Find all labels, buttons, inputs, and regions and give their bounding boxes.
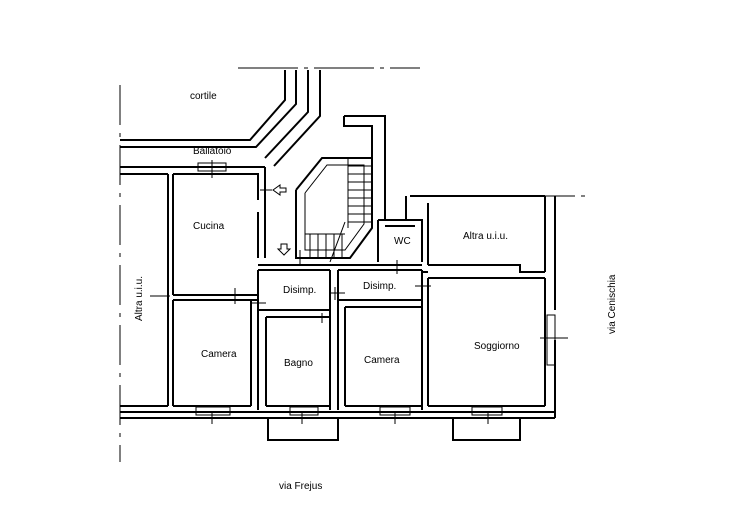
label-camera-left: Camera	[201, 349, 237, 360]
stair-treads	[305, 158, 372, 263]
label-via-cenischia: via Cenischia	[607, 274, 618, 334]
label-altra-uiu-left: Altra u.i.u.	[134, 276, 145, 321]
label-disimp-right: Disimp.	[363, 281, 396, 292]
label-camera-center: Camera	[364, 355, 400, 366]
label-cortile: cortile	[190, 91, 217, 102]
opening-markers	[150, 160, 568, 424]
label-altra-uiu-top: Altra u.i.u.	[463, 231, 508, 242]
down-arrow-icon	[276, 243, 292, 256]
label-disimp-left: Disimp.	[283, 285, 316, 296]
label-wc: WC	[394, 236, 411, 247]
label-ballatoio: Ballatoio	[193, 146, 232, 157]
entrance-arrow-icon	[272, 184, 287, 196]
label-bagno: Bagno	[284, 358, 313, 369]
label-soggiorno: Soggiorno	[474, 341, 520, 352]
entrance-arrows	[272, 184, 292, 256]
courtyard-outline	[120, 67, 420, 167]
balconies	[195, 162, 556, 441]
label-cucina: Cucina	[193, 221, 225, 232]
label-via-frejus: via Frejus	[279, 481, 322, 492]
building-walls	[120, 115, 590, 419]
